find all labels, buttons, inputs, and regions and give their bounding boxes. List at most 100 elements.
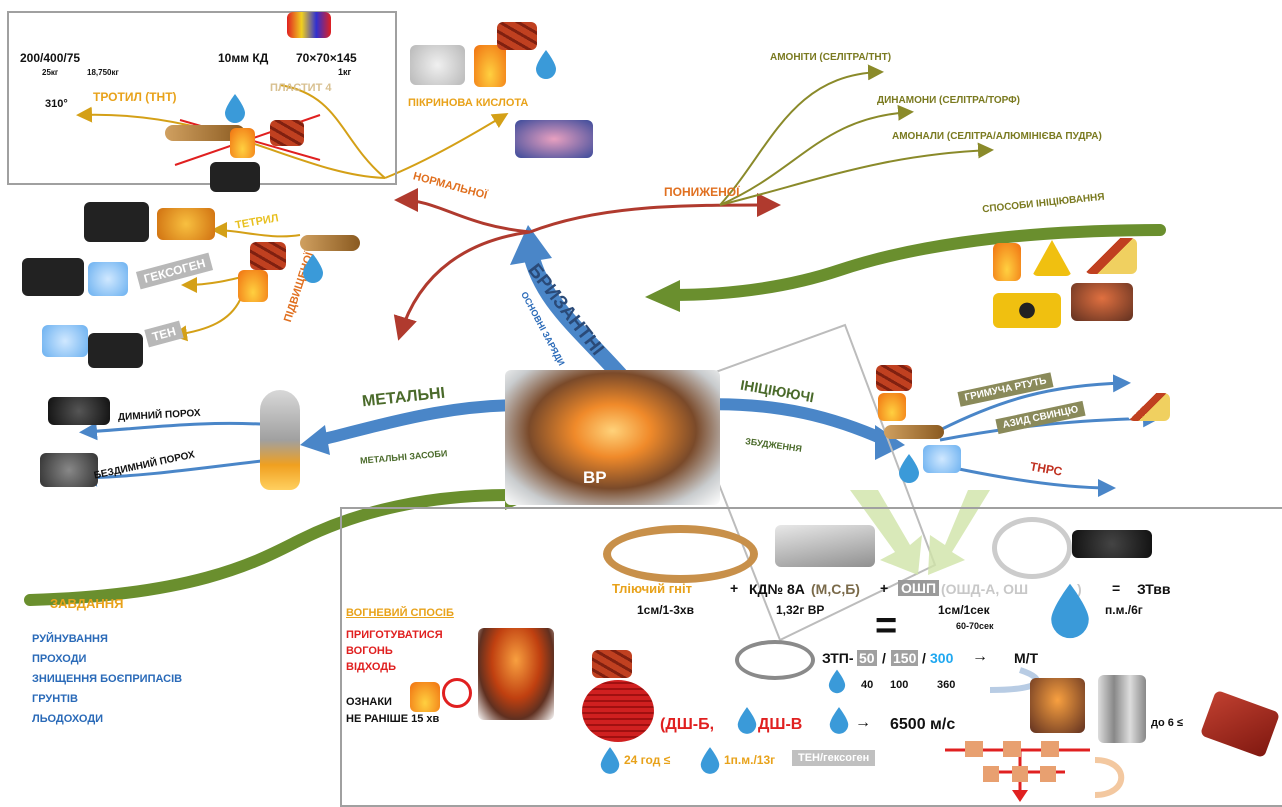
- ztp-val-3: 360: [937, 679, 956, 691]
- arrow-azide: [939, 409, 1161, 442]
- normal-plastit: ПЛАСТИТ 4: [270, 82, 332, 94]
- fire-title: ВОГНЕВИЙ СПОСІБ: [346, 607, 454, 619]
- formula-osh-close: ): [1077, 581, 1082, 597]
- arrow-initiation-methods: [664, 224, 1166, 301]
- arrow-initiation-methods-head: [645, 280, 680, 312]
- formula-osh-rate: 1см/1сек: [938, 603, 990, 617]
- arrow-thrs: [939, 463, 1116, 497]
- fire-image-5: [878, 393, 906, 421]
- ztp-b: 150: [891, 650, 919, 666]
- arrow-smoke-powder: [79, 421, 281, 441]
- arrow-picric: [384, 112, 509, 179]
- fire-image-1: [474, 45, 506, 87]
- ztp-slash-2: /: [922, 650, 926, 666]
- fire-command-1: ПРИГОТУВАТИСЯ: [346, 629, 443, 641]
- vise-image-4: [88, 333, 143, 368]
- ztp-mt: М/Т: [1014, 650, 1039, 666]
- arrow-amonals: [719, 142, 994, 206]
- charge-block-1: [965, 741, 983, 757]
- arrow-plastit: [279, 84, 386, 179]
- reduced-item-2: ДИНАМОНИ (СЕЛІТРА/ТОРФ): [877, 95, 1021, 106]
- ztp-arrow: →: [972, 648, 988, 665]
- metal-tubes-image: [1098, 675, 1146, 743]
- center-label: ВР: [583, 468, 607, 487]
- powder-image: [1072, 530, 1152, 558]
- formula-kd-mass: 1,32г ВР: [776, 603, 825, 617]
- task-item-1: РУЙНУВАННЯ: [32, 633, 108, 645]
- formula-fuse: Тліючий гніт: [612, 581, 692, 596]
- dynamite-image-3: [250, 242, 286, 270]
- vise-image-2: [84, 202, 149, 242]
- mushroom-cloud-image-3: [1030, 678, 1085, 733]
- water-drop-icon-10: [700, 747, 720, 774]
- ztp-c: 300: [930, 650, 954, 666]
- branch-reduced: ПОНИЖЕНОЇ: [664, 185, 740, 199]
- arrow-to-brisant-head: [510, 225, 552, 265]
- charge-block-3: [1041, 741, 1059, 757]
- dynamite-image-4: [876, 365, 912, 391]
- fire-image-6: [410, 682, 440, 712]
- formula-fuse-rate: 1см/1-3хв: [637, 603, 694, 617]
- crystal-blue-image-1: [88, 262, 128, 296]
- reduced-item-3: АМОНАЛИ (СЕЛІТРА/АЛЮМІНІЄВА ПУДРА): [892, 131, 1102, 142]
- arrow-ammonites: [719, 64, 884, 206]
- vise-image-3: [22, 258, 84, 296]
- ztp-prefix: ЗТП-: [822, 650, 854, 666]
- normal-weight-1: 25кг: [42, 68, 59, 77]
- det-cord-speed: 6500 м/с: [890, 716, 956, 733]
- det-cord-filling: ТЕН/гексоген: [792, 750, 876, 766]
- hammer-image-1: [1085, 238, 1137, 274]
- formula-result: ЗТвв: [1137, 581, 1171, 597]
- ztp-a: 50: [857, 650, 877, 666]
- no-walking-icon: [442, 678, 472, 708]
- mushroom-cloud-image-2: [478, 628, 554, 720]
- dynamite-image-1: [497, 22, 537, 50]
- arrow-to-metal-head: [300, 425, 330, 455]
- curved-return-arrow: [1094, 757, 1125, 798]
- arrow-dinamons: [719, 104, 914, 206]
- bullet-image: [165, 125, 245, 141]
- fuse-coil-image: [603, 525, 758, 583]
- arrow-smokeless-powder: [79, 458, 271, 487]
- arrow-ten: [171, 299, 241, 342]
- formula-plus-1: +: [730, 580, 739, 596]
- formula-kd: КД№ 8А: [749, 581, 805, 597]
- water-drop-icon-6: [828, 669, 846, 694]
- ztp-slash-1: /: [882, 650, 886, 666]
- plastit-image: [287, 12, 331, 38]
- ztp-val-1: 40: [861, 679, 874, 691]
- radiation-icon: [993, 293, 1061, 328]
- formula-eq: =: [1112, 580, 1121, 596]
- water-drop-icon-3: [303, 254, 323, 283]
- task-item-4: ГРУНТІВ: [32, 693, 78, 705]
- cord-coil-image: [992, 517, 1072, 579]
- smokeless-powder-image: [40, 453, 98, 487]
- arrow-reduced: [529, 193, 781, 234]
- dynamite-image-5: [592, 650, 632, 678]
- explosion-image: [505, 370, 720, 505]
- water-drop-icon-8: [829, 707, 849, 734]
- formula-kd-types: (М,С,Б): [811, 581, 860, 597]
- fire-image-3: [993, 243, 1021, 281]
- charge-arrow-head: [1012, 790, 1028, 802]
- normal-weight-2: 18,750кг: [87, 68, 119, 77]
- crystal-blue-image-2: [42, 325, 88, 357]
- smoke-powder-image: [48, 397, 110, 425]
- normal-trotil: ТРОТИЛ (ТНТ): [93, 90, 177, 104]
- formula-plus-2: +: [880, 580, 889, 596]
- fire-command-2: ВОГОНЬ: [346, 645, 393, 657]
- formula-equals-big: =: [875, 605, 898, 647]
- fire-command-3: ВІДХОДЬ: [346, 661, 397, 673]
- ztp-val-2: 100: [890, 679, 909, 691]
- formula-osh: ОШП: [898, 580, 940, 596]
- branch-tasks: ЗАВДАННЯ: [50, 596, 124, 611]
- crystal-blue-image-3: [923, 445, 961, 473]
- arrow-tetril: [211, 222, 301, 239]
- task-item-2: ПРОХОДИ: [32, 653, 87, 665]
- formula-osh-alt: (ОШД-А, ОШ: [941, 581, 1029, 597]
- normal-kd: 10мм КД: [218, 51, 269, 65]
- det-cord-hours: 24 год ≤: [624, 753, 671, 767]
- det-cord-close: ДШ-В: [758, 716, 803, 733]
- rocket-image: [260, 390, 300, 490]
- fire-image-2: [230, 128, 255, 158]
